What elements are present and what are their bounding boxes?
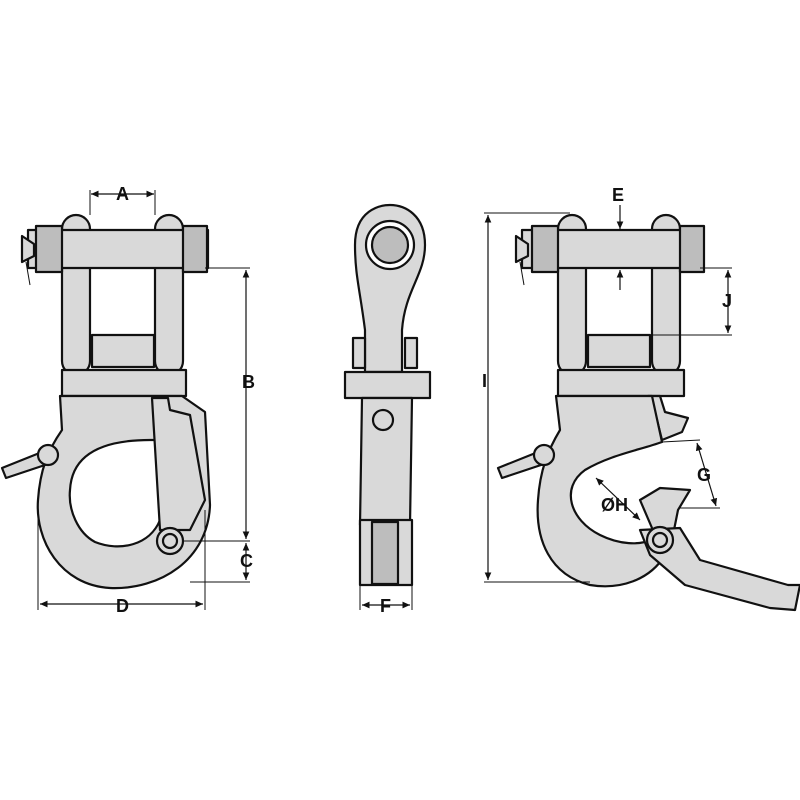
hook-throat — [68, 438, 162, 548]
nut-right — [181, 224, 209, 274]
dimension-label-j: J — [722, 291, 732, 311]
open-hinge-pin-center — [651, 531, 669, 549]
dimension-label-d: D — [116, 596, 129, 616]
cotter-pin — [20, 234, 36, 264]
eye-pin — [370, 225, 410, 265]
open-cotter-pin — [514, 234, 530, 264]
open-swivel-collar — [556, 368, 686, 398]
open-nut-left — [530, 224, 560, 274]
side-nut-right — [403, 336, 419, 370]
dimension-label-a: A — [116, 184, 129, 204]
dimension-label-c: C — [240, 551, 253, 571]
open-hook-body — [536, 394, 667, 588]
swivel-collar — [60, 368, 188, 398]
dimension-label-b: B — [242, 372, 255, 392]
side-collar — [343, 370, 432, 400]
side-view — [343, 203, 432, 587]
swivel-block — [90, 333, 156, 369]
dimension-label-group: A B C D E F G ØH I J — [116, 184, 732, 616]
open-swivel-block — [586, 333, 652, 369]
dimension-label-g: G — [697, 465, 711, 485]
nut-left — [34, 224, 64, 274]
handle-pin-head — [36, 443, 60, 467]
front-view — [0, 213, 212, 590]
dimension-label-h: ØH — [601, 495, 628, 515]
side-nut-left — [351, 336, 367, 370]
open-latch-arm — [638, 526, 800, 612]
open-view — [496, 213, 800, 612]
open-nut-right — [678, 224, 706, 274]
open-handle-pin-head — [532, 443, 556, 467]
dimension-lines — [37, 190, 732, 610]
dimension-label-f: F — [380, 596, 391, 616]
side-shank-hole — [371, 408, 395, 432]
dimension-label-e: E — [612, 185, 624, 205]
dimension-label-i: I — [482, 371, 487, 391]
hinge-pin-center — [161, 532, 179, 550]
side-hook-slot — [370, 520, 400, 586]
